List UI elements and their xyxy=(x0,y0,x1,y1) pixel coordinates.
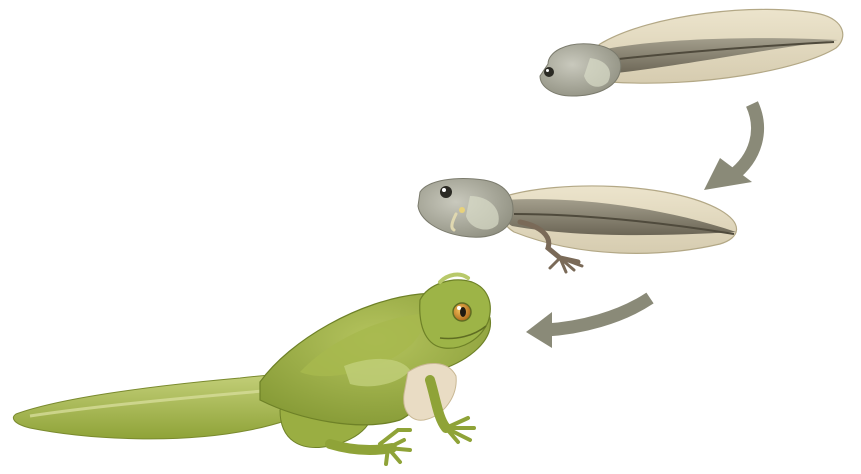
arrow-stage1-to-stage2 xyxy=(704,104,758,190)
tadpole-eye-icon xyxy=(544,67,554,77)
tadpole-stage xyxy=(540,9,843,96)
tadpole2-eye-icon xyxy=(440,186,452,198)
froglet-stage xyxy=(13,275,490,464)
tadpole2-head xyxy=(418,179,513,238)
arrow-stage2-to-stage3 xyxy=(526,298,650,348)
tadpole-with-legs-stage xyxy=(418,179,737,273)
